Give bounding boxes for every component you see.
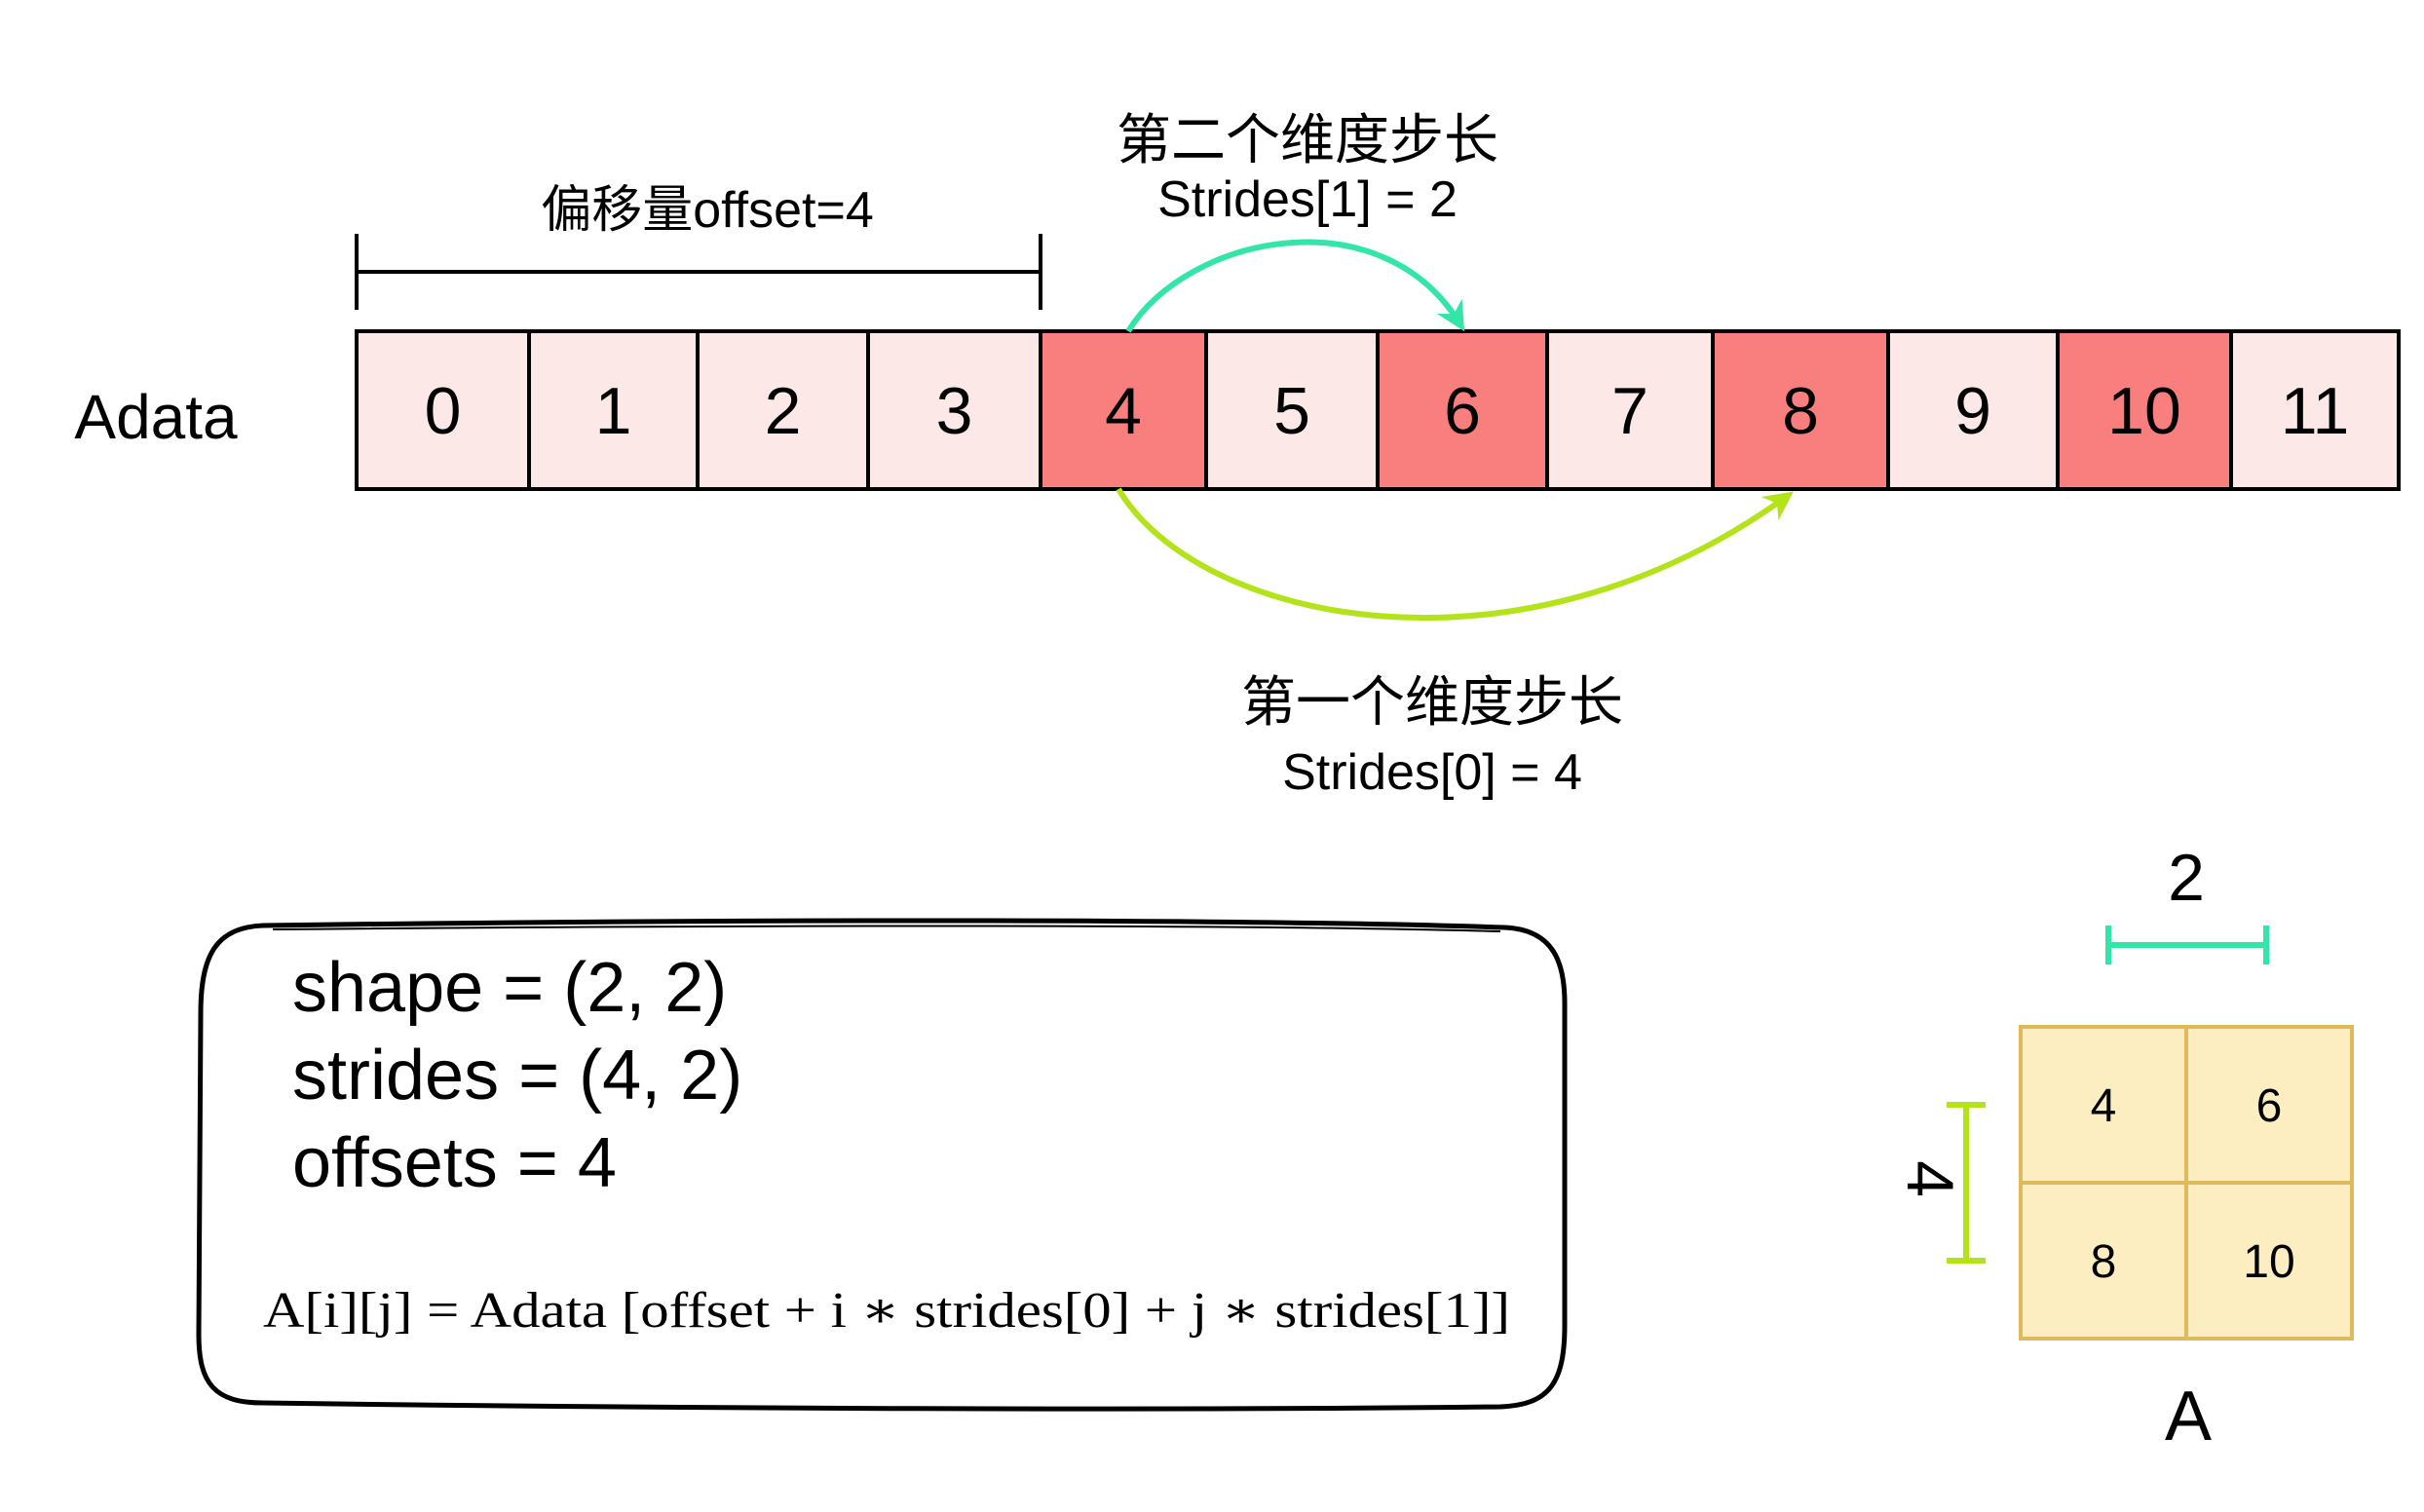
array-cell-label-8: 8 xyxy=(1782,374,1819,448)
stride1-title: 第一个维度步长 xyxy=(1241,671,1623,733)
stride2-value: Strides[1] = 2 xyxy=(1157,171,1458,228)
array-cell-9 xyxy=(1886,329,2060,491)
matrix-cell-0-1 xyxy=(2184,1025,2354,1185)
array-cell-7 xyxy=(1545,329,1715,491)
stride1-arrow xyxy=(1116,487,1794,622)
array-cell-5 xyxy=(1204,329,1380,491)
offset-bracket xyxy=(355,234,1042,310)
matrix-cell-label-1-1: 10 xyxy=(2243,1236,2294,1288)
matrix-cell-label-1-0: 8 xyxy=(2091,1236,2117,1288)
stride2-arrow xyxy=(1125,239,1465,333)
matrix-cells: 4 6 8 10 xyxy=(2019,1025,2354,1341)
matrix-cols-bracket xyxy=(2105,926,2269,964)
array-cell-label-6: 6 xyxy=(1444,374,1481,448)
matrix-name: A xyxy=(2165,1378,2212,1455)
array-cells: 0 1 2 3 4 5 6 7 8 9 10 11 xyxy=(355,329,2401,491)
array-cell-1 xyxy=(527,329,700,491)
array-cell-6 xyxy=(1376,329,1549,491)
array-cell-label-7: 7 xyxy=(1611,374,1648,448)
array-cell-label-4: 4 xyxy=(1105,374,1142,448)
offset-label: 偏移量offset=4 xyxy=(541,182,874,239)
stride2-title: 第二个维度步长 xyxy=(1117,109,1498,170)
info-box xyxy=(196,918,1568,1412)
info-strides: strides = (4, 2) xyxy=(292,1037,742,1115)
array-cell-label-11: 11 xyxy=(2281,374,2350,448)
array-cell-label-5: 5 xyxy=(1273,374,1310,448)
array-cell-0 xyxy=(355,329,531,491)
array-cell-2 xyxy=(696,329,870,491)
matrix-cols-label: 2 xyxy=(2168,841,2205,915)
array-label: Adata xyxy=(74,382,238,452)
matrix-rows-label: 4 xyxy=(1893,1160,1967,1197)
info-box-sketch-line xyxy=(272,925,1501,932)
info-offsets: offsets = 4 xyxy=(292,1124,617,1202)
stride1-value: Strides[0] = 4 xyxy=(1282,744,1582,801)
array-cell-label-0: 0 xyxy=(425,374,462,448)
array-cell-4 xyxy=(1039,329,1208,491)
matrix-cell-label-0-0: 4 xyxy=(2091,1080,2117,1132)
matrix-cell-label-0-1: 6 xyxy=(2256,1080,2283,1132)
matrix-cell-1-1 xyxy=(2184,1181,2354,1341)
info-formula: A[i][j] = Adata [offset + i ∗ strides[0]… xyxy=(263,1283,1510,1339)
matrix-rows-bracket xyxy=(1947,1102,1986,1264)
array-cell-8 xyxy=(1711,329,1890,491)
array-cell-11 xyxy=(2229,329,2401,491)
array-cell-label-10: 10 xyxy=(2107,374,2181,448)
array-cell-label-1: 1 xyxy=(595,374,632,448)
array-cell-label-3: 3 xyxy=(936,374,973,448)
array-cell-label-2: 2 xyxy=(765,374,802,448)
info-shape: shape = (2, 2) xyxy=(292,949,727,1027)
array-cell-label-9: 9 xyxy=(1954,374,1991,448)
